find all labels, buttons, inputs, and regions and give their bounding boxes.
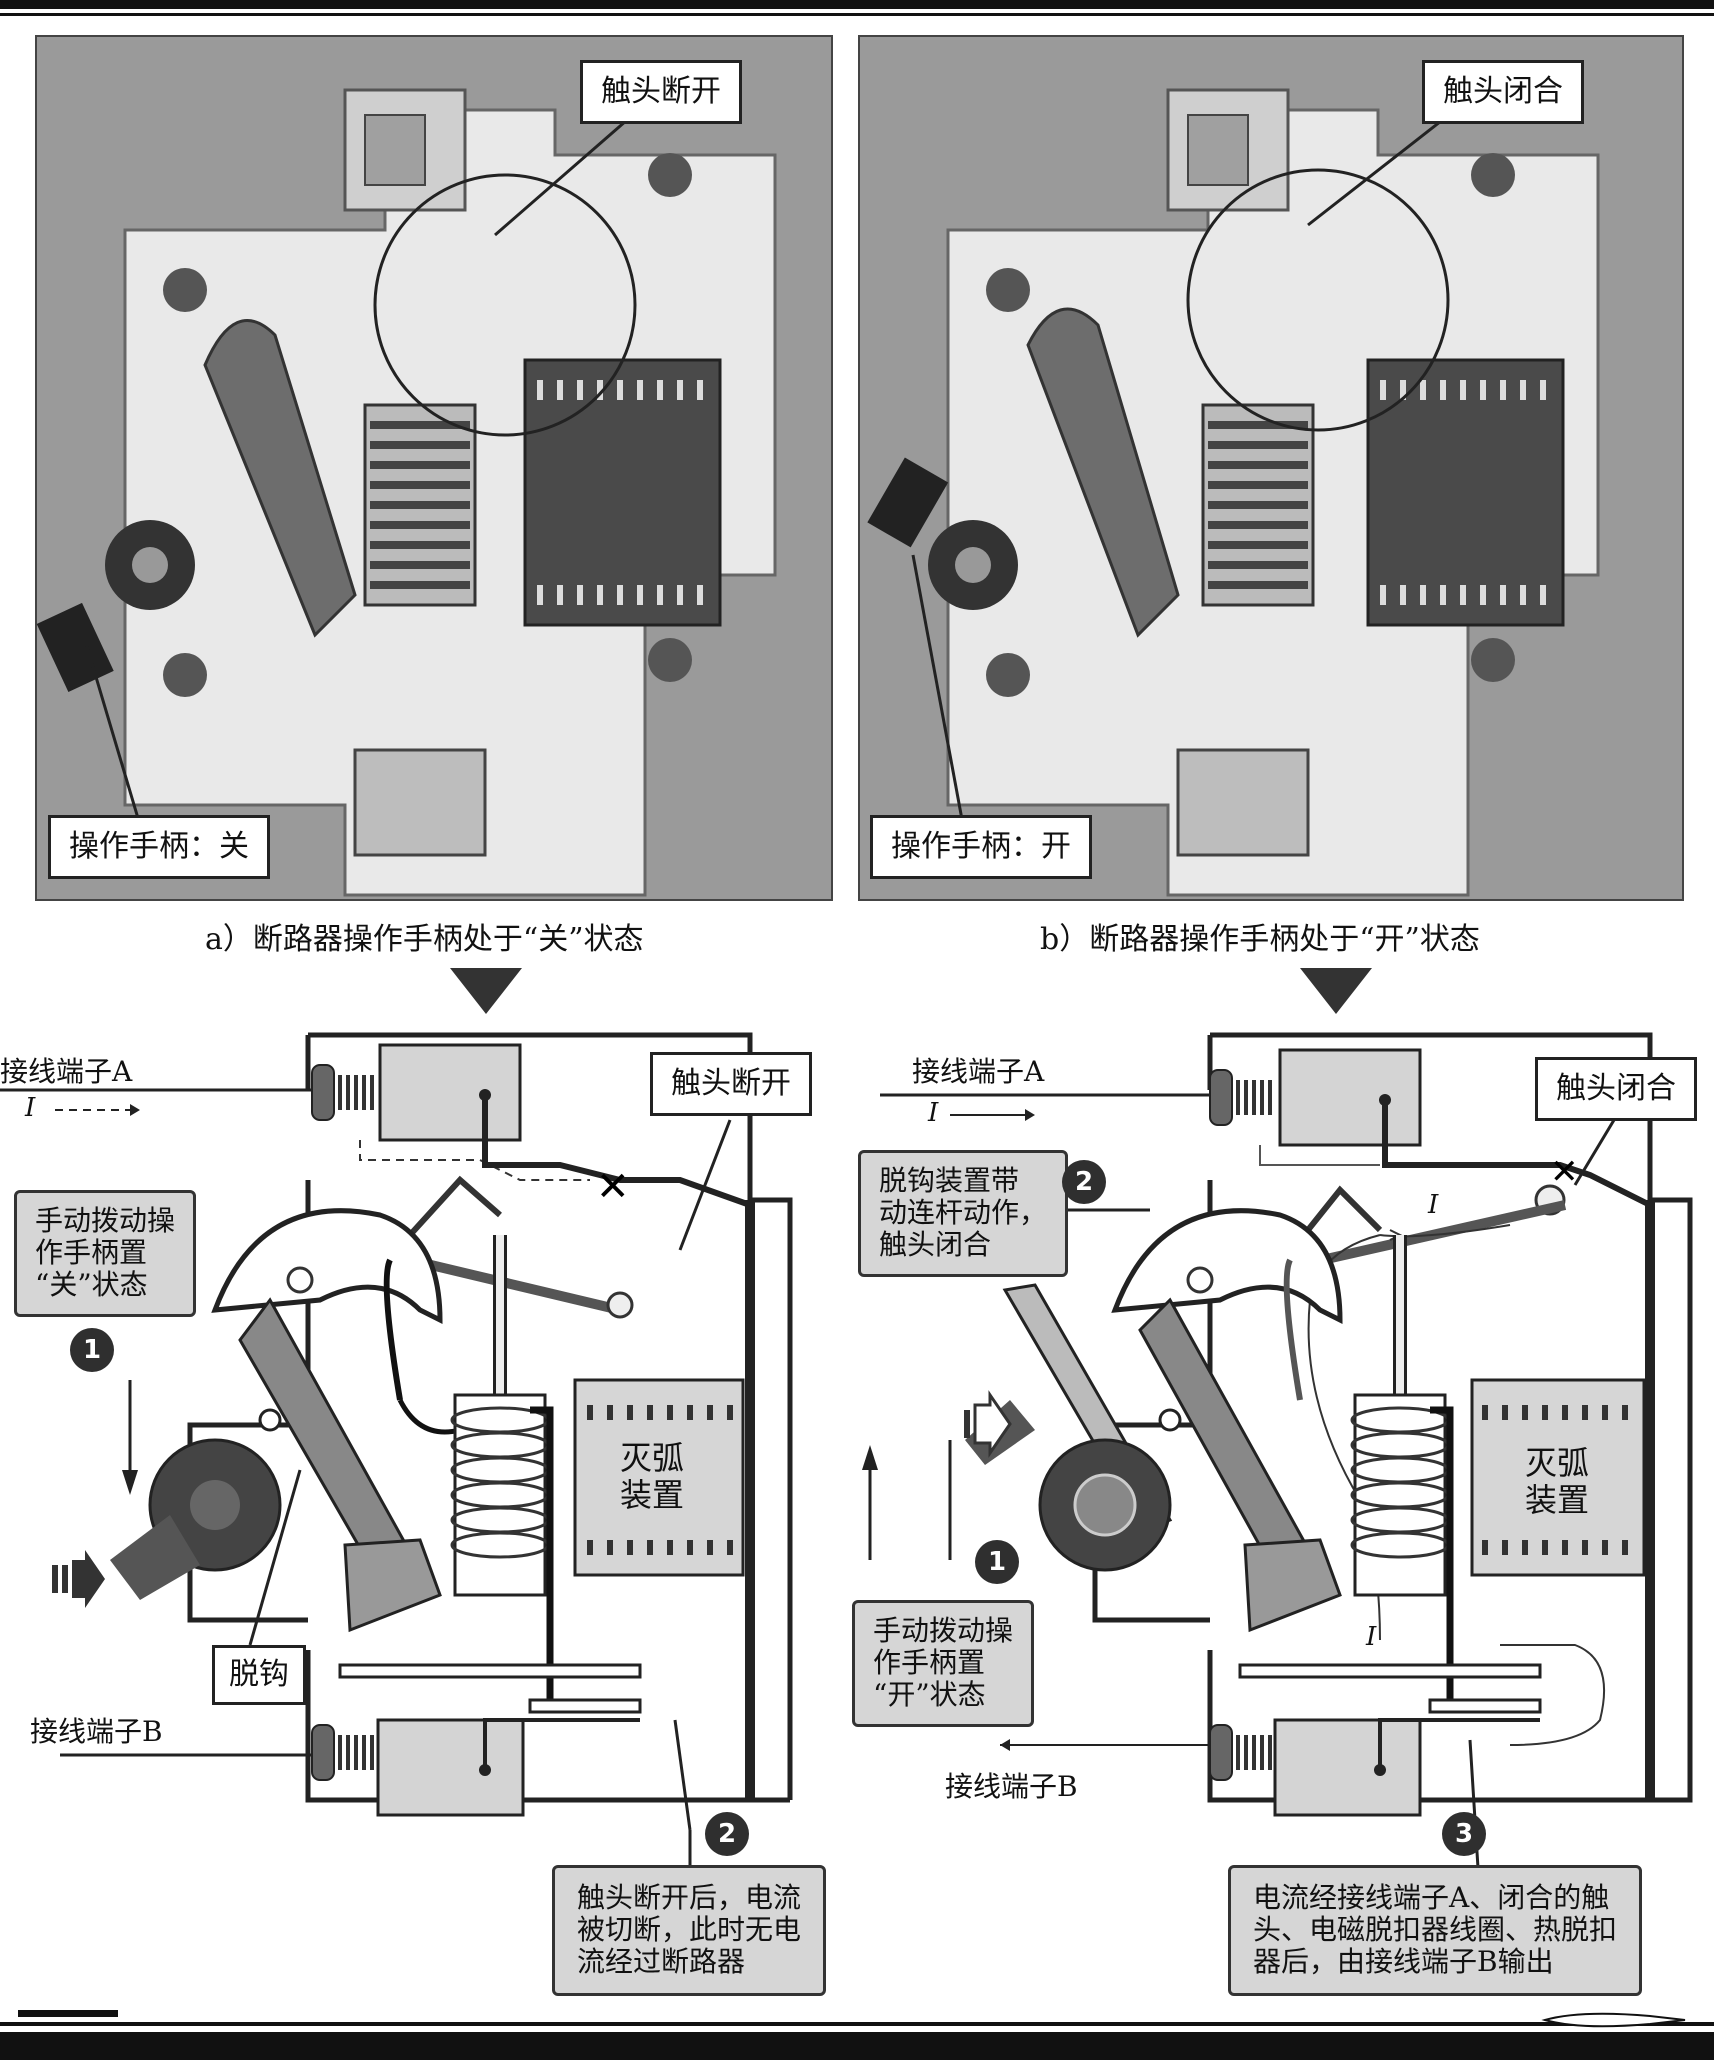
arc-line: 灭弧 [1525, 1444, 1590, 1482]
caption-left: a）断路器操作手柄处于“关”状态 [205, 922, 644, 957]
left-schematic-contact-label: 触头断开 [650, 1052, 812, 1116]
left-arc-chute-label: 灭弧 装置 [620, 1440, 684, 1514]
callout-line: 手动拨动操 [873, 1614, 1014, 1647]
callout-line: “开”状态 [873, 1678, 986, 1712]
down-arrow-right-icon [1300, 968, 1372, 1014]
callout-line: 被切断，此时无电 [577, 1913, 802, 1947]
right-step2-callout: 脱钩装置带 动连杆动作， 触头闭合 [858, 1150, 1069, 1277]
photo-left-handle-label: 操作手柄：关 [48, 815, 270, 879]
left-terminal-a-label: 接线端子A [0, 1055, 133, 1088]
photo-right-handle-label: 操作手柄：开 [870, 815, 1092, 879]
pen-decoration-icon [1541, 2012, 1686, 2028]
right-step1-badge: 1 [975, 1540, 1019, 1584]
down-arrow-left-icon [450, 968, 522, 1014]
callout-line: 手动拨动操 [35, 1204, 176, 1237]
left-step2-badge: 2 [705, 1812, 749, 1856]
callout-line: 动连杆动作， [879, 1196, 1048, 1230]
right-step2-badge: 2 [1062, 1160, 1106, 1204]
right-step3-badge: 3 [1442, 1812, 1486, 1856]
photo-right-contact-label: 触头闭合 [1422, 60, 1584, 124]
right-schematic-contact-label: 触头闭合 [1535, 1057, 1697, 1121]
right-arc-chute-label: 灭弧 装置 [1525, 1445, 1589, 1519]
callout-line: 作手柄置 [35, 1236, 148, 1270]
right-terminal-b-label: 接线端子B [945, 1770, 1078, 1803]
photo-left-contact-label: 触头断开 [580, 60, 742, 124]
bottom-rule [0, 2022, 1714, 2026]
callout-line: 触头闭合 [879, 1228, 992, 1262]
bottom-rule-thick [0, 2032, 1714, 2060]
arc-line: 灭弧 [620, 1439, 685, 1477]
caption-right: b）断路器操作手柄处于“开”状态 [1040, 922, 1480, 957]
right-step1-callout: 手动拨动操 作手柄置 “开”状态 [852, 1600, 1035, 1727]
callout-line: “关”状态 [35, 1268, 148, 1302]
left-step1-badge: 1 [70, 1328, 114, 1372]
callout-line: 电流经接线端子A、闭合的触 [1253, 1881, 1610, 1914]
right-terminal-a-label: 接线端子A [912, 1055, 1045, 1088]
left-trip-label: 脱钩 [212, 1645, 306, 1705]
right-step3-callout: 电流经接线端子A、闭合的触 头、电磁脱扣器线圈、热脱扣 器后，由接线端子B输出 [1228, 1865, 1643, 1996]
schematic-right: ✕ [862, 1032, 1693, 1901]
left-terminal-b-label: 接线端子B [30, 1715, 163, 1748]
left-current-symbol: I [25, 1093, 36, 1123]
callout-line: 触头断开后，电流 [577, 1881, 802, 1914]
left-step1-callout: 手动拨动操 作手柄置 “关”状态 [14, 1190, 197, 1317]
top-rule-thin [0, 13, 1714, 16]
right-current-symbol: I [928, 1098, 939, 1128]
breaker-photo-left [36, 88, 777, 897]
callout-line: 脱钩装置带 [879, 1164, 1020, 1197]
arc-line: 装置 [620, 1475, 685, 1514]
callout-line: 流经过断路器 [577, 1945, 746, 1979]
schematic-left: ✕ [0, 1032, 793, 1880]
callout-line: 器后，由接线端子B输出 [1253, 1945, 1554, 1979]
svg-text:✕: ✕ [596, 1164, 630, 1210]
top-rule [0, 0, 1714, 9]
left-step2-callout: 触头断开后，电流 被切断，此时无电 流经过断路器 [552, 1865, 827, 1996]
right-current-symbol-low: I [1366, 1622, 1377, 1652]
arc-line: 装置 [1525, 1480, 1590, 1519]
right-current-symbol-mid: I [1428, 1190, 1439, 1220]
callout-line: 作手柄置 [873, 1646, 986, 1680]
callout-line: 头、电磁脱扣器线圈、热脱扣 [1253, 1913, 1618, 1947]
breaker-photo-right [867, 88, 1600, 897]
bottom-accent-bar [18, 2010, 118, 2017]
